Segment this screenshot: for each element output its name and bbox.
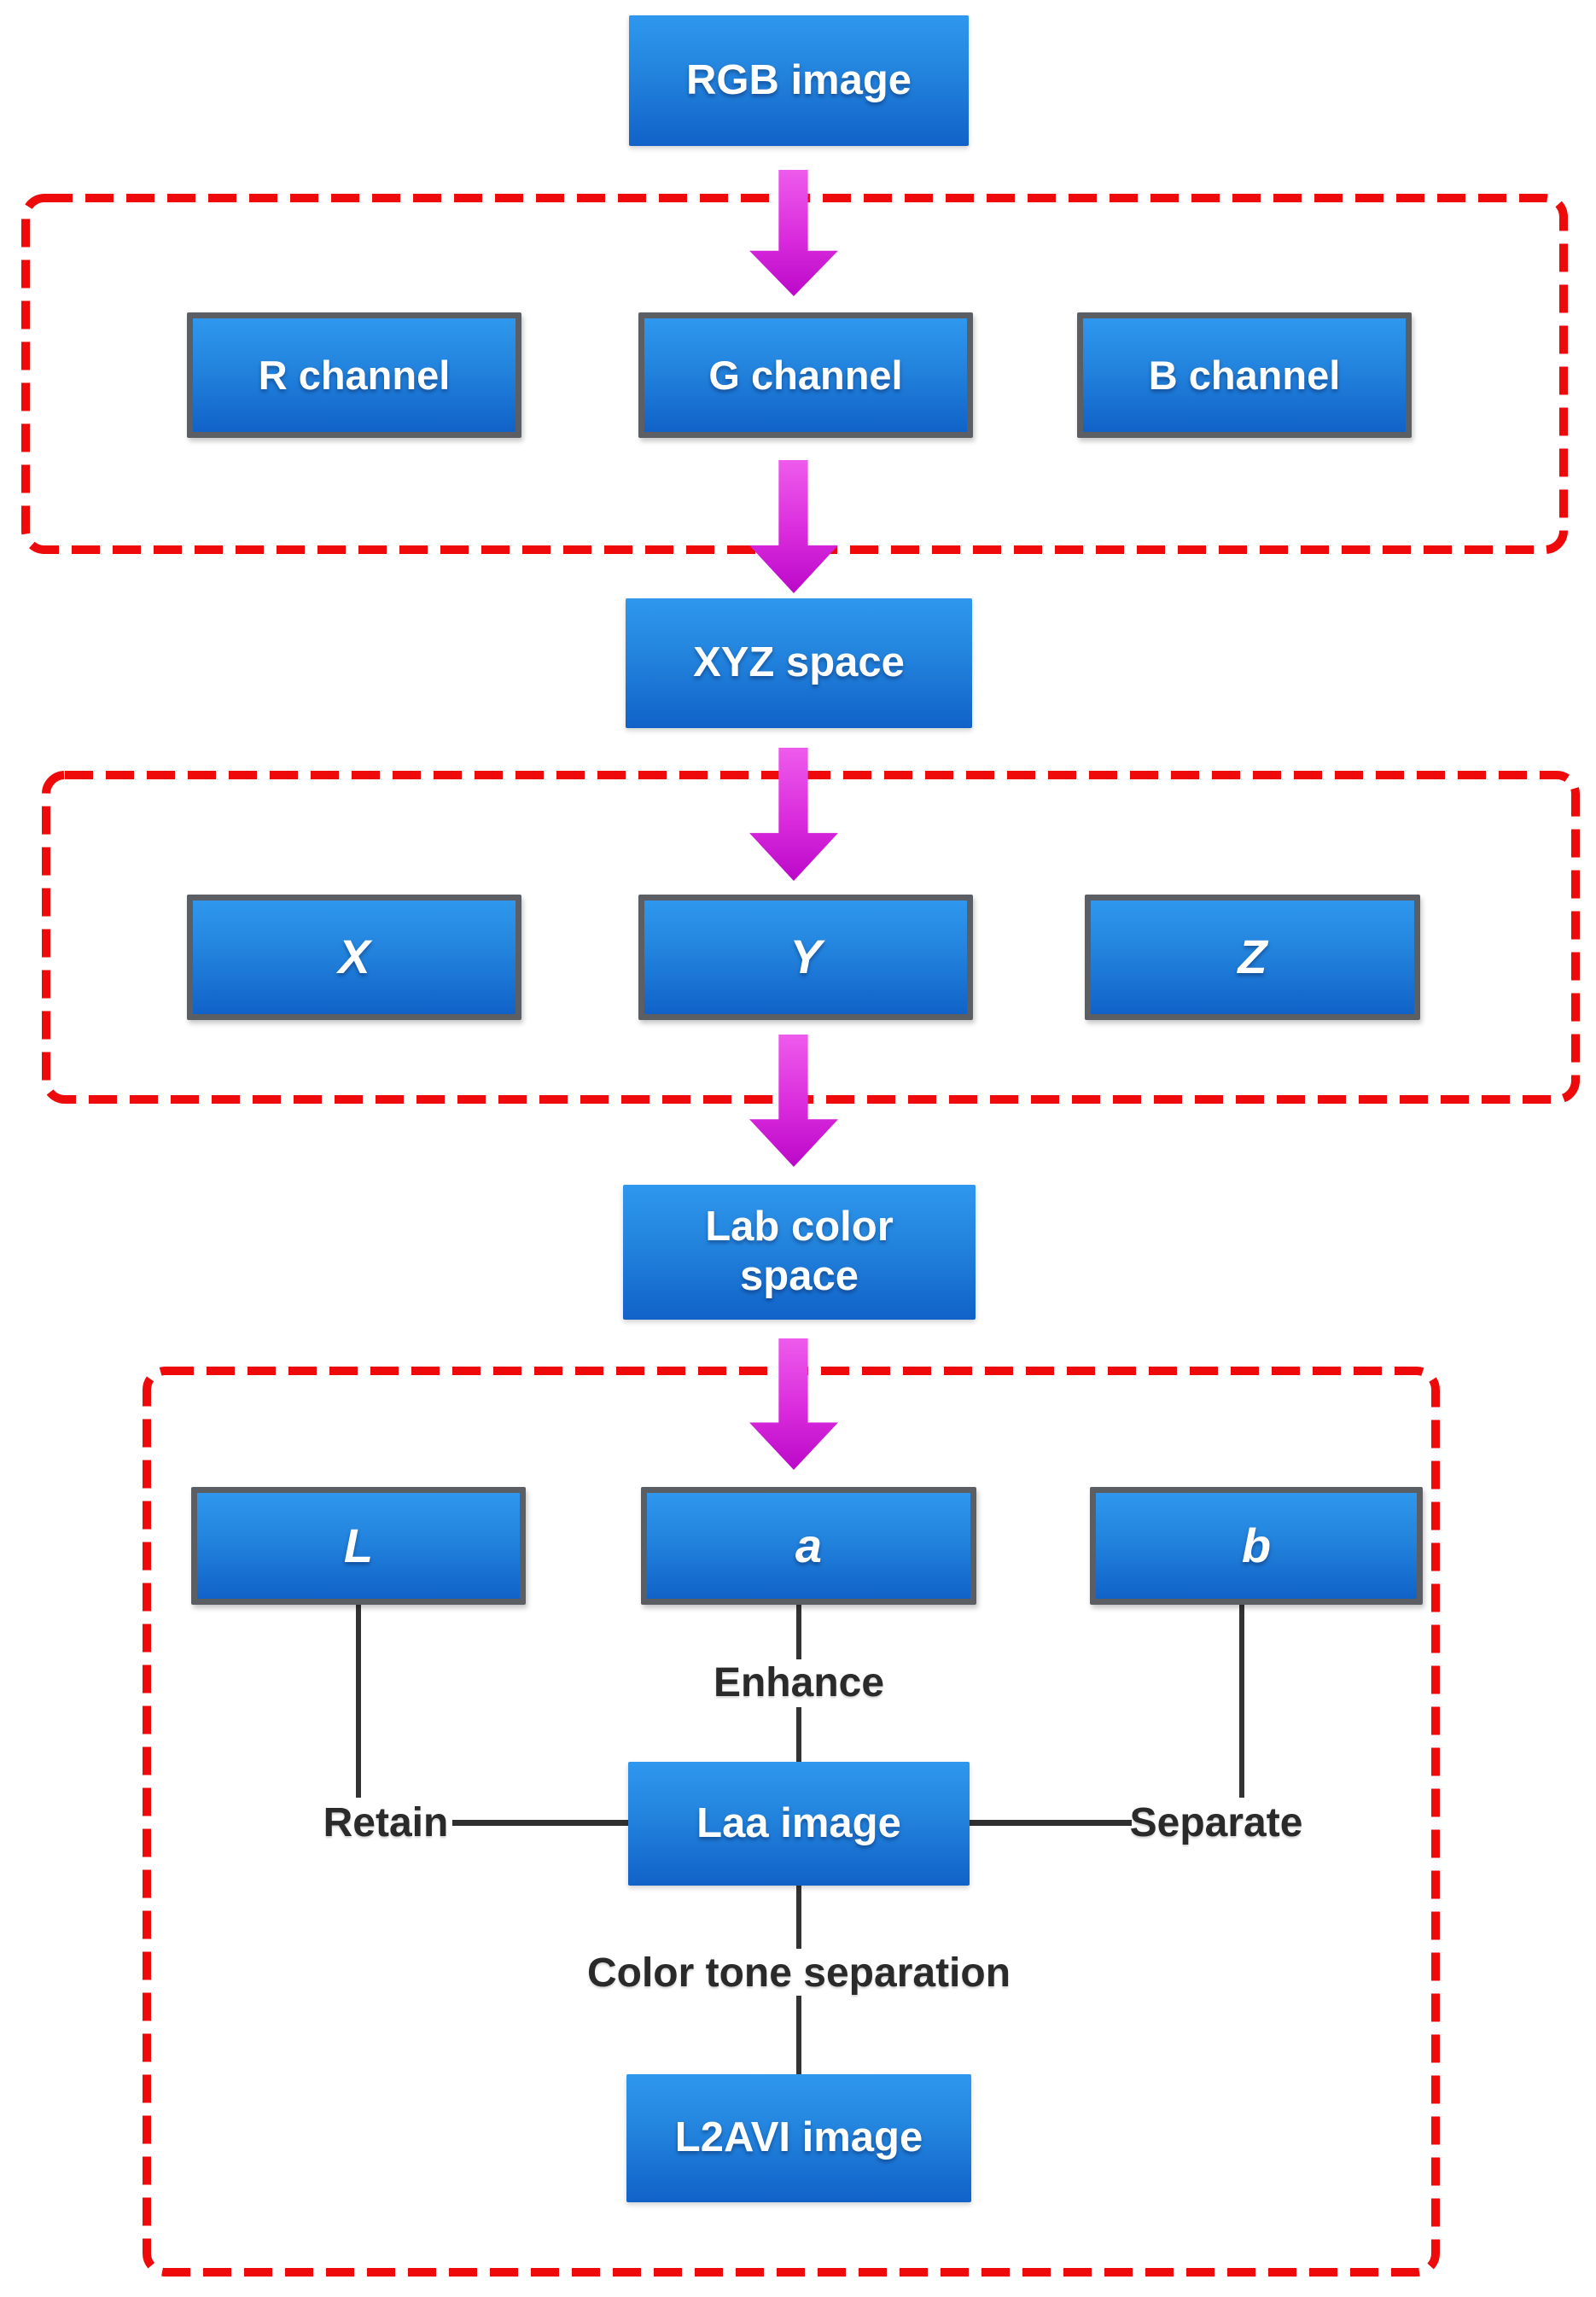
- node-a-component: a: [641, 1487, 976, 1605]
- node-y-component: Y: [638, 895, 973, 1020]
- connector-line-retain: [452, 1820, 628, 1826]
- node-l2avi-image: L2AVI image: [626, 2074, 971, 2202]
- edge-label-enhance: Enhance: [713, 1660, 885, 1705]
- connector-line-a-lower: [796, 1707, 801, 1764]
- connector-line-laa-bottom: [796, 1886, 801, 1949]
- edge-label-color-tone-separation: Color tone separation: [586, 1950, 1011, 1996]
- node-z-component: Z: [1085, 895, 1420, 1020]
- connector-line-l: [356, 1603, 361, 1798]
- node-lab-color-space: Lab color space: [623, 1185, 976, 1320]
- node-b-component: b: [1090, 1487, 1423, 1605]
- node-g-channel: G channel: [638, 312, 973, 438]
- node-x-component: X: [187, 895, 521, 1020]
- connector-line-l2avi-top: [796, 1996, 801, 2074]
- node-xyz-space: XYZ space: [626, 598, 972, 728]
- node-r-channel: R channel: [187, 312, 521, 438]
- node-laa-image: Laa image: [628, 1762, 970, 1886]
- edge-label-retain: Retain: [323, 1800, 449, 1845]
- connector-line-b: [1239, 1603, 1244, 1798]
- connector-line-separate: [970, 1820, 1132, 1826]
- node-rgb-image: RGB image: [629, 15, 969, 146]
- node-l-component: L: [191, 1487, 526, 1605]
- node-b-channel: B channel: [1077, 312, 1412, 438]
- dashed-group-xyz-components: [42, 771, 1580, 1104]
- edge-label-separate: Separate: [1129, 1800, 1303, 1845]
- connector-line-a-upper: [796, 1603, 801, 1659]
